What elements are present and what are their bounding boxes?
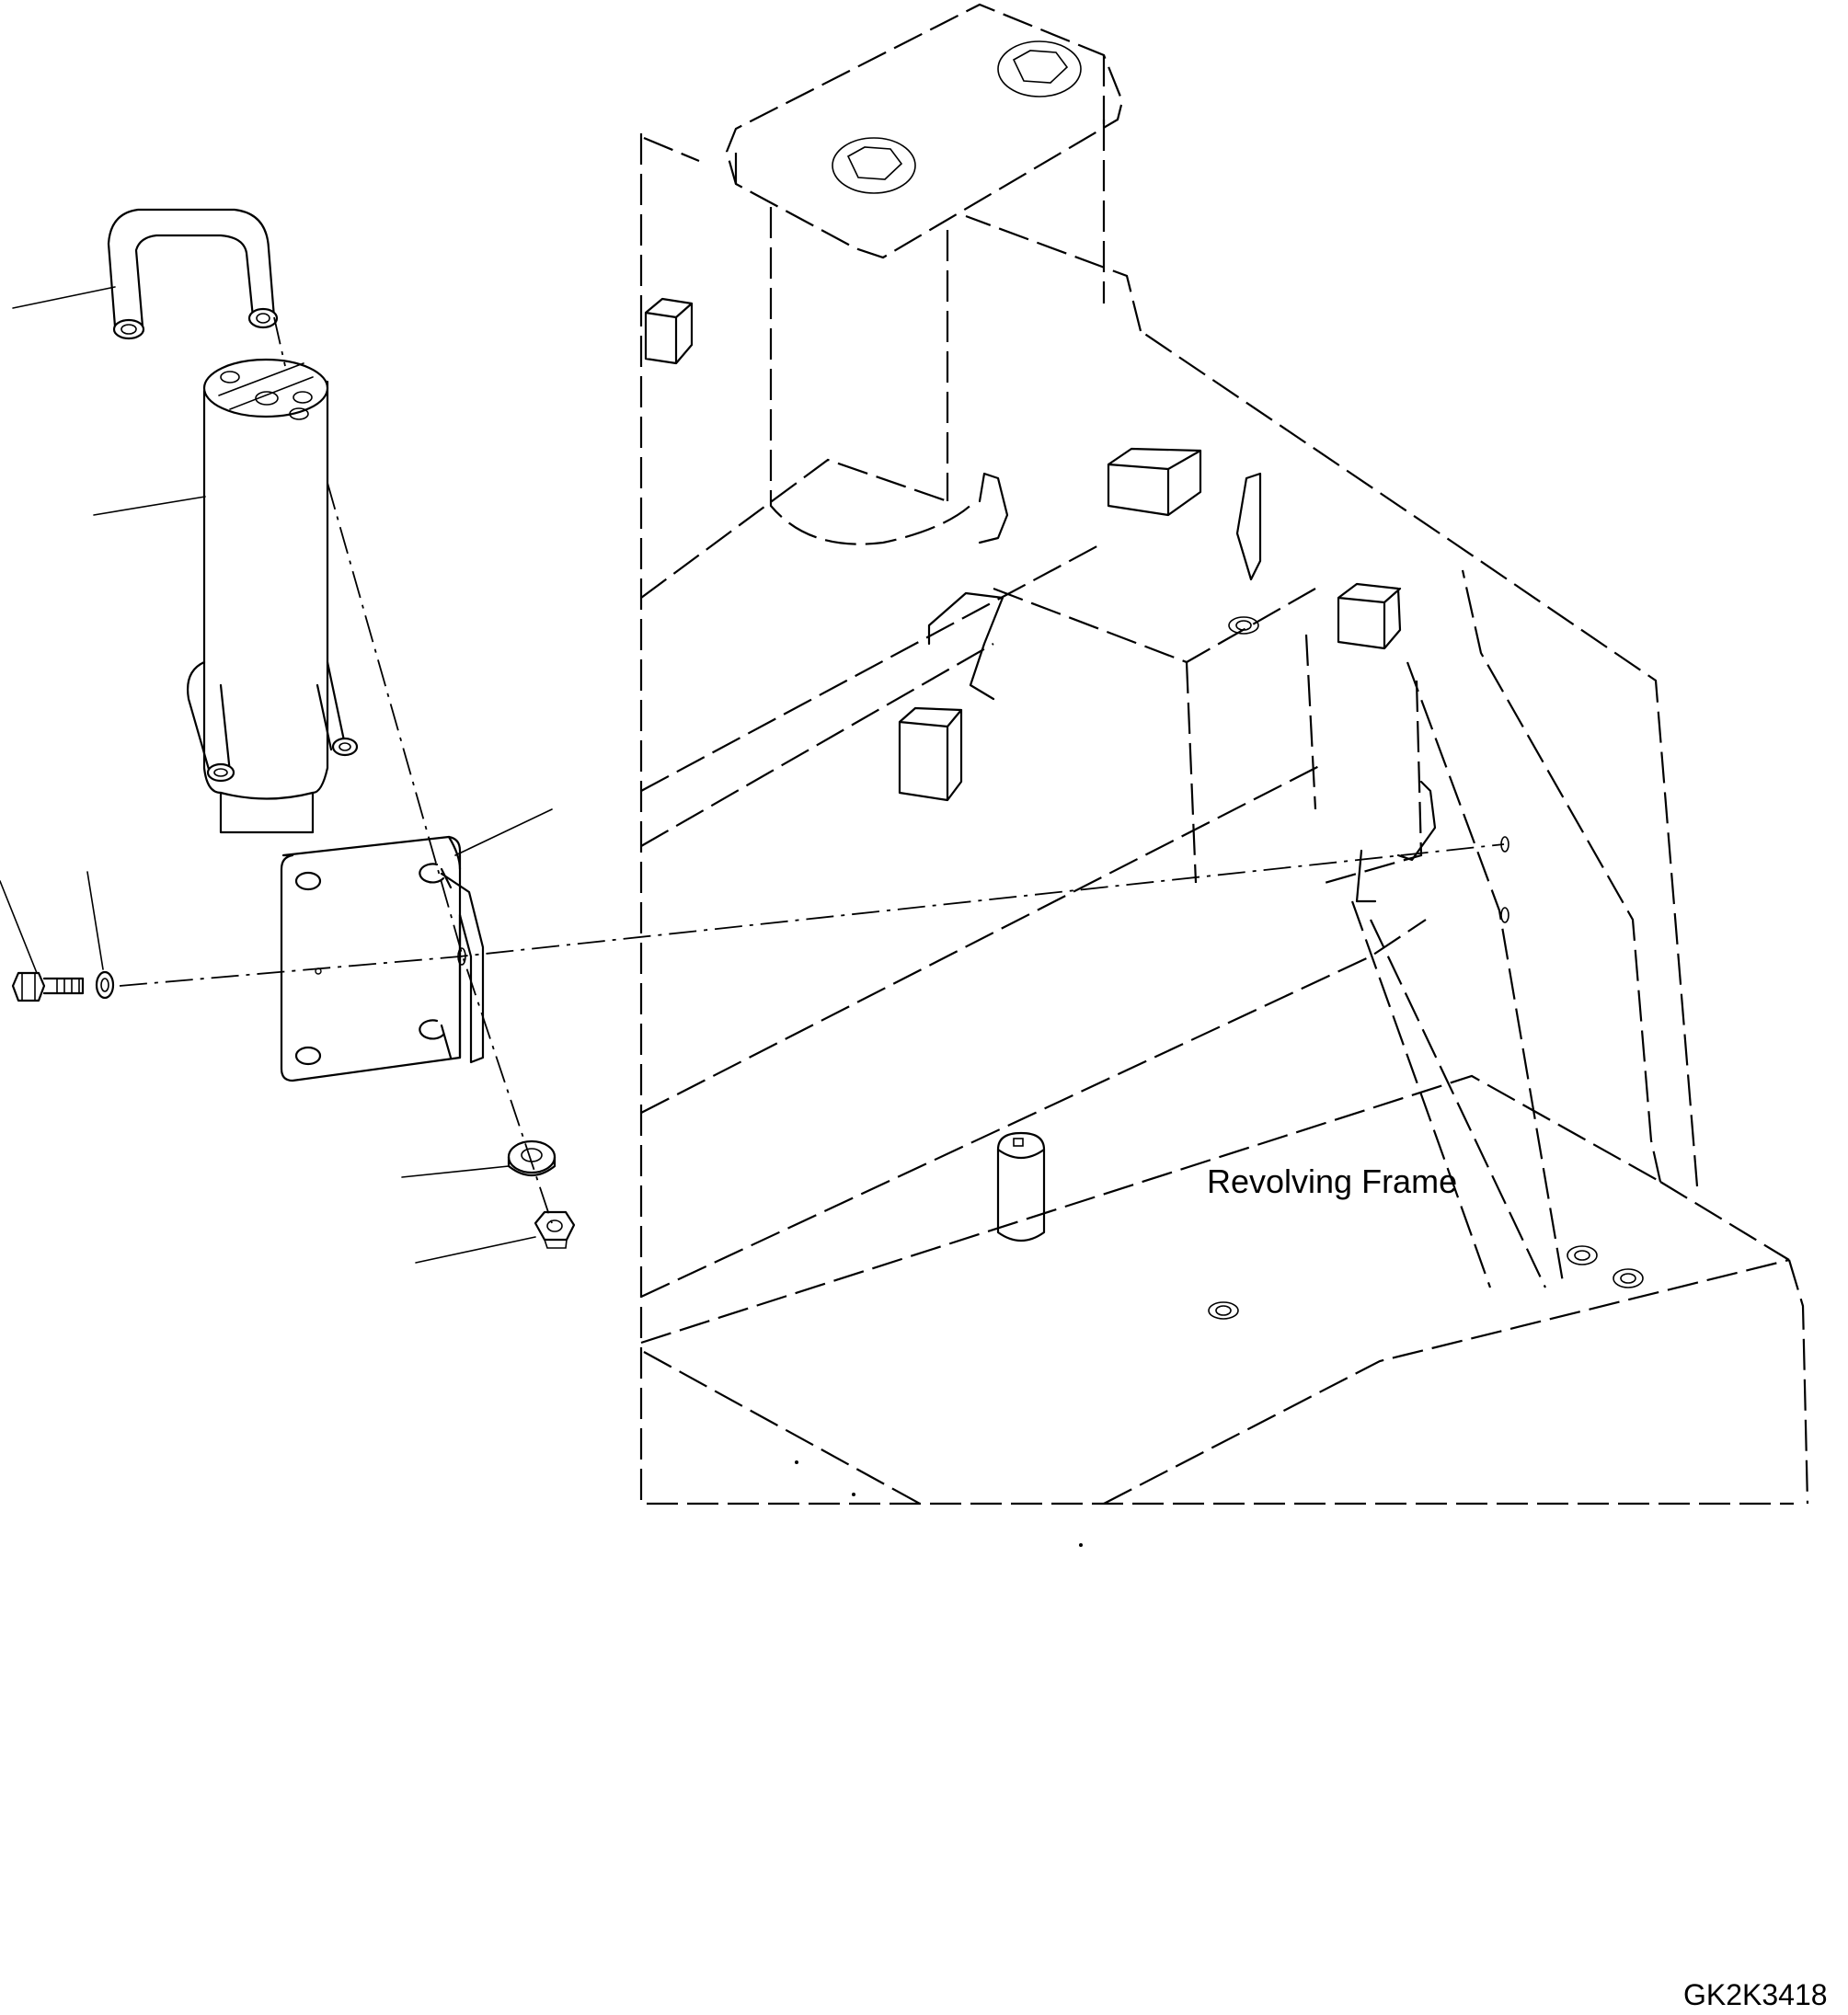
u-bolt-clamp (107, 208, 279, 340)
hex-nut (534, 1210, 576, 1249)
frame-top-holes (832, 40, 1082, 194)
callout-leaders (0, 286, 553, 1264)
flat-washer (507, 1139, 557, 1177)
frame-holes (795, 616, 1644, 1547)
revolving-frame (639, 3, 1809, 1547)
frame-hooks (927, 472, 1437, 903)
drawing-number: GK2K3418 (1683, 1978, 1828, 2011)
assembly-center-lines (119, 316, 1505, 1224)
hex-bolt (11, 971, 85, 1002)
mounting-bracket (280, 835, 485, 1082)
revolving-frame-label: Revolving Frame (1207, 1162, 1457, 1200)
lock-washer (95, 970, 115, 1000)
frame-blocks (644, 297, 1402, 1242)
cylinder-drier (187, 358, 359, 834)
